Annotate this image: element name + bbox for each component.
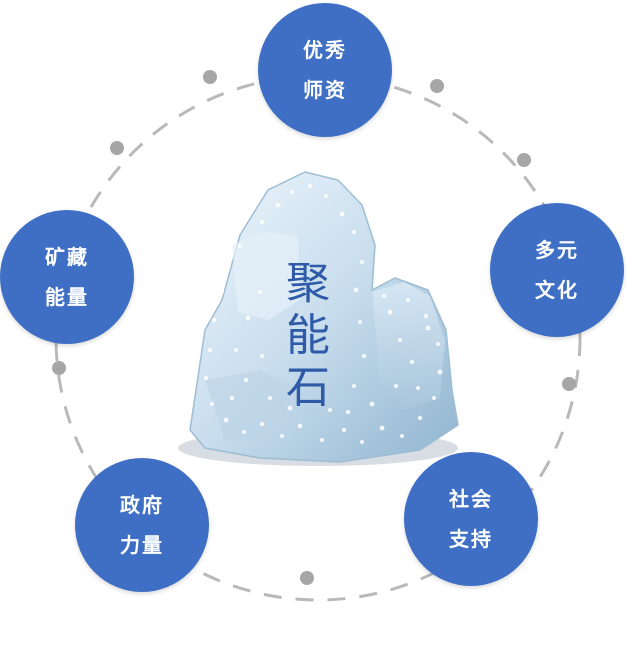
node-label-line: 支持: [449, 527, 493, 551]
node-label-line: 文化: [535, 278, 579, 302]
node-bottom-left: 政府 力量: [75, 458, 209, 592]
center-char: 聚: [286, 258, 330, 309]
node-label-line: 师资: [303, 78, 347, 102]
node-label-line: 多元: [535, 238, 579, 262]
node-right: 多元 文化: [490, 203, 624, 337]
node-label-line: 社会: [449, 487, 493, 511]
node-label-line: 政府: [120, 493, 164, 517]
center-char: 能: [286, 310, 330, 361]
node-label-line: 能量: [45, 285, 89, 309]
dashed-ring: [54, 74, 582, 602]
node-label-line: 力量: [120, 533, 164, 557]
node-top: 优秀 师资: [258, 3, 392, 137]
node-label-line: 优秀: [303, 38, 347, 62]
center-char: 石: [286, 362, 330, 413]
node-bottom-right: 社会 支持: [404, 452, 538, 586]
center-label: 聚 能 石: [278, 258, 338, 414]
node-left: 矿藏 能量: [0, 210, 134, 344]
node-label-line: 矿藏: [45, 245, 89, 269]
ice-rock-image: [178, 171, 459, 466]
